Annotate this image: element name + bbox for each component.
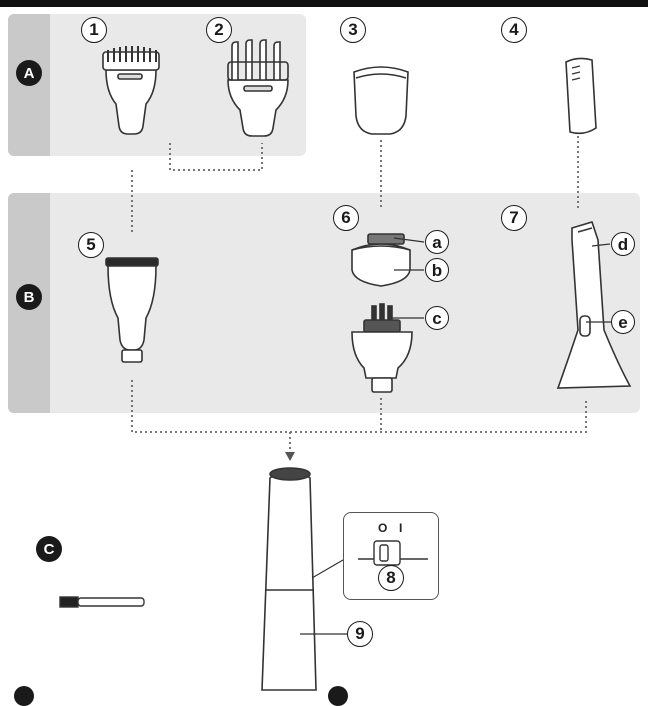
sub-label-d: d (611, 232, 635, 256)
part-number-6: 6 (333, 205, 359, 231)
switch-detail-inset: O I 8 (343, 512, 439, 600)
comb-attachment-1-icon (102, 46, 160, 135)
sub-label-c: c (425, 306, 449, 330)
part-number-3: 3 (340, 17, 366, 43)
group-b-badge: B (16, 284, 42, 310)
part-number-9: 9 (347, 621, 373, 647)
leader-lines (300, 237, 612, 635)
main-body-9-icon (261, 467, 317, 691)
cleaning-brush-icon (59, 596, 145, 608)
part-number-1: 1 (81, 17, 107, 43)
cap-4-icon (565, 57, 597, 135)
bottom-badge-right (328, 686, 348, 706)
bottom-badge-left (14, 686, 34, 706)
part-number-2: 2 (206, 17, 232, 43)
sub-label-e: e (611, 310, 635, 334)
group-a-badge: A (16, 60, 42, 86)
top-rule (0, 0, 648, 7)
part-number-4: 4 (501, 17, 527, 43)
eyebrow-trimmer-7-icon (556, 221, 632, 389)
connector-1-2 (169, 143, 263, 171)
part-number-8: 8 (378, 565, 404, 591)
connector-lines (131, 136, 587, 456)
part-number-5: 5 (78, 232, 104, 258)
cap-3-icon (353, 66, 409, 135)
comb-attachment-2-icon (227, 39, 289, 137)
part-number-7: 7 (501, 205, 527, 231)
power-switch-icon (358, 540, 428, 566)
connector-b-bottom (131, 380, 587, 433)
group-c-badge: C (36, 536, 62, 562)
shaver-head-6-icon (351, 233, 411, 287)
shaver-blade-unit-icon (351, 303, 413, 393)
trimmer-head-5-icon (105, 257, 159, 363)
switch-off-mark: O (378, 521, 388, 535)
sub-label-a: a (425, 230, 449, 254)
switch-on-mark: I (399, 521, 403, 535)
sub-label-b: b (425, 258, 449, 282)
arrow-down-icon (285, 452, 295, 461)
